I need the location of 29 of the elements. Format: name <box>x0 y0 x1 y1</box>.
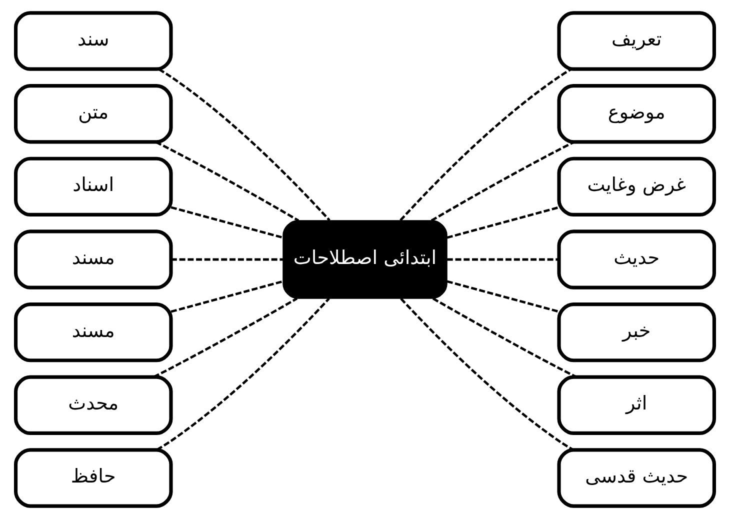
node-box: حدیث <box>557 230 716 290</box>
node-box: خبر <box>557 302 716 362</box>
node-box: غرض وغایت <box>557 156 716 217</box>
node-box: حافظ <box>14 448 173 508</box>
connector <box>446 280 560 313</box>
node-box: مسند <box>14 230 173 290</box>
connector <box>156 298 330 451</box>
node-box: اثر <box>557 375 716 435</box>
node-box: مسند <box>14 302 173 362</box>
connector <box>170 206 284 239</box>
connector <box>430 140 575 222</box>
connector <box>153 297 298 378</box>
connector <box>446 258 559 261</box>
node-box: متن <box>14 84 173 144</box>
connector <box>158 68 330 222</box>
connector <box>400 68 572 222</box>
node-box: ابتدائی اصطلاحات <box>282 220 448 299</box>
node-box: سند <box>14 11 173 71</box>
connector <box>170 280 284 313</box>
node-box: تعریف <box>557 11 716 71</box>
node-box: اسناد <box>14 156 173 217</box>
connector <box>400 298 574 451</box>
node-box: محدث <box>14 375 173 435</box>
node-box: موضوع <box>557 84 716 144</box>
connector <box>171 258 283 261</box>
connector <box>432 297 577 378</box>
connector <box>446 206 560 239</box>
connector <box>155 140 300 222</box>
node-box: حدیث قدسی <box>557 448 716 508</box>
